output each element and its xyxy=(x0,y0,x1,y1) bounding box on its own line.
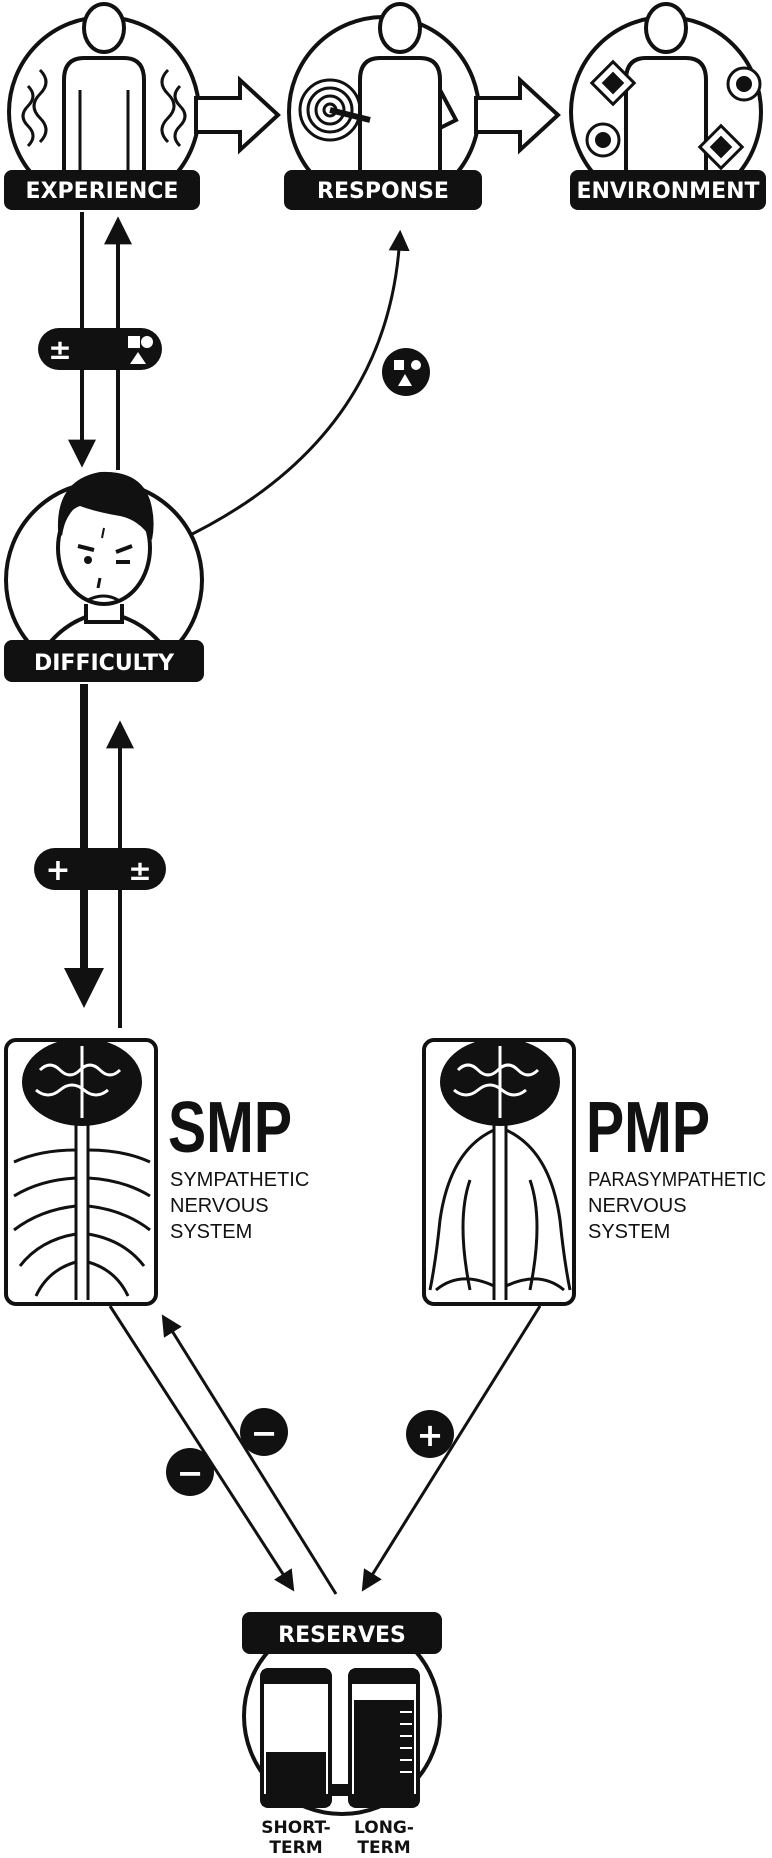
pmp-abbr: PMP xyxy=(586,1088,710,1168)
brain-icon xyxy=(440,1038,560,1126)
shapes-mini-icon xyxy=(128,336,153,364)
person-icon xyxy=(329,2,459,178)
smp-line1: SYMPATHETIC xyxy=(170,1169,309,1191)
smp-abbr: SMP xyxy=(168,1088,292,1168)
experience-label: EXPERIENCE xyxy=(26,179,179,204)
person-icon xyxy=(62,2,146,178)
brain-icon xyxy=(22,1038,142,1126)
badge-plus-minus-2: ± xyxy=(128,854,151,887)
arrow-smp-to-reserves xyxy=(108,1305,295,1592)
badge-plus: + xyxy=(45,853,70,888)
pmp-line2: NERVOUS xyxy=(588,1195,687,1217)
shapes-icon xyxy=(585,59,762,171)
long-term-label-1: LONG- xyxy=(354,1818,414,1838)
response-label: RESPONSE xyxy=(317,179,449,204)
svg-text:−: − xyxy=(177,1454,204,1492)
reserves-label: RESERVES xyxy=(278,1623,406,1648)
connector-pipe-icon xyxy=(330,1784,350,1796)
spine-nerves-icon xyxy=(13,1120,151,1300)
pmp-node: PMP PARASYMPATHETIC NERVOUS SYSTEM xyxy=(422,1038,766,1306)
badge-experience-difficulty: ± xyxy=(38,328,162,370)
badge-difficulty-smp: + ± xyxy=(34,848,166,890)
badge-reserves-smp-up: − xyxy=(240,1408,288,1456)
reserves-node: RESERVES SHORT- TERM LONG- TERM xyxy=(242,1612,442,1858)
short-term-label-1: SHORT- xyxy=(261,1818,330,1838)
target-icon xyxy=(298,78,362,142)
arrow-difficulty-to-response xyxy=(179,229,410,542)
smp-node: SMP SYMPATHETIC NERVOUS SYSTEM xyxy=(4,1038,309,1306)
arrow-reserves-to-smp xyxy=(161,1314,338,1595)
smp-line3: SYSTEM xyxy=(170,1221,252,1243)
short-term-tank-icon xyxy=(260,1668,332,1808)
long-term-label-2: TERM xyxy=(357,1838,410,1858)
environment-node: ENVIRONMENT xyxy=(569,2,766,210)
svg-text:−: − xyxy=(251,1414,278,1452)
badge-pmp-reserves: + xyxy=(406,1410,454,1458)
arrow-pmp-to-reserves xyxy=(361,1305,542,1592)
badge-smp-reserves-down: − xyxy=(166,1448,214,1496)
pmp-line1: PARASYMPATHETIC xyxy=(588,1169,766,1191)
badge-shapes-response xyxy=(382,348,430,396)
badge-plus-minus: ± xyxy=(48,333,71,366)
smp-line2: NERVOUS xyxy=(170,1195,269,1217)
wavy-lines-icon xyxy=(21,68,187,148)
person-icon xyxy=(624,2,708,178)
long-term-tank-icon xyxy=(348,1668,420,1808)
environment-label: ENVIRONMENT xyxy=(576,179,759,204)
arrow-experience-response xyxy=(194,75,281,155)
difficulty-label: DIFFICULTY xyxy=(34,651,175,676)
pmp-line3: SYSTEM xyxy=(588,1221,670,1243)
vagus-nerves-icon xyxy=(428,1120,572,1300)
experience-node: EXPERIENCE xyxy=(4,2,201,210)
difficulty-node: DIFFICULTY xyxy=(4,471,204,682)
svg-text:+: + xyxy=(417,1416,444,1454)
short-term-label-2: TERM xyxy=(269,1838,322,1858)
response-node: RESPONSE xyxy=(284,2,482,210)
arrow-response-environment xyxy=(474,75,561,155)
